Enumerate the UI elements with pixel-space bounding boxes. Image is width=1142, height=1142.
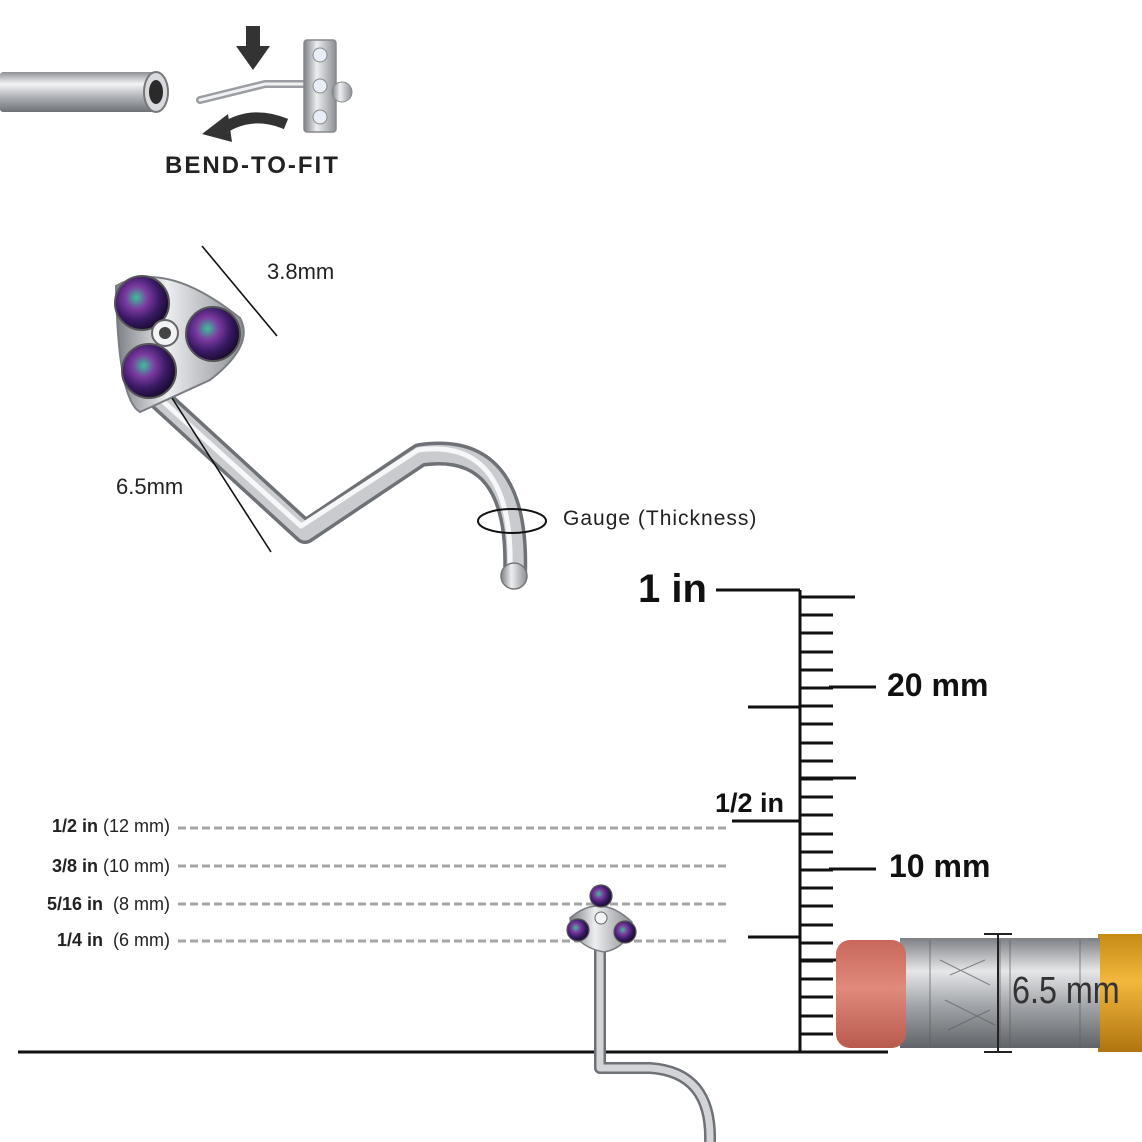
size-guide-lines [178,826,730,943]
bent-pin-icon [196,39,353,133]
bend-to-fit-label: BEND-TO-FIT [165,152,340,179]
straight-rod [0,71,169,113]
dimension-line-length [171,397,272,553]
down-arrow-icon [236,26,270,70]
gauge-ring-icon [477,508,547,534]
ruler-label-1in: 1 in [638,567,707,611]
size-line-label: 1/2 in (12 mm) [51,816,170,836]
ruler-label-10mm: 10 mm [889,848,991,884]
ruler-mm-ticks [800,613,833,1036]
dimension-line-width [201,245,278,337]
curved-arrow-icon [202,112,289,142]
pencil-reference [836,933,1142,1053]
length-dimension-label: 6.5mm [116,474,184,499]
nose-screw-actual-size [566,884,717,1142]
pencil-measure-label: 6.5 mm [1012,970,1120,1012]
size-line-label: 3/8 in (10 mm) [51,856,170,876]
ruler [716,588,876,1052]
size-line-label: 5/16 in (8 mm) [46,894,170,914]
size-line-label: 1/4 in (6 mm) [56,930,170,950]
nose-screw-large [114,275,528,590]
gauge-label: Gauge (Thickness) [563,507,758,530]
ruler-label-half-in: 1/2 in [715,788,785,818]
width-dimension-label: 3.8mm [267,259,335,284]
ruler-label-20mm: 20 mm [887,667,989,703]
